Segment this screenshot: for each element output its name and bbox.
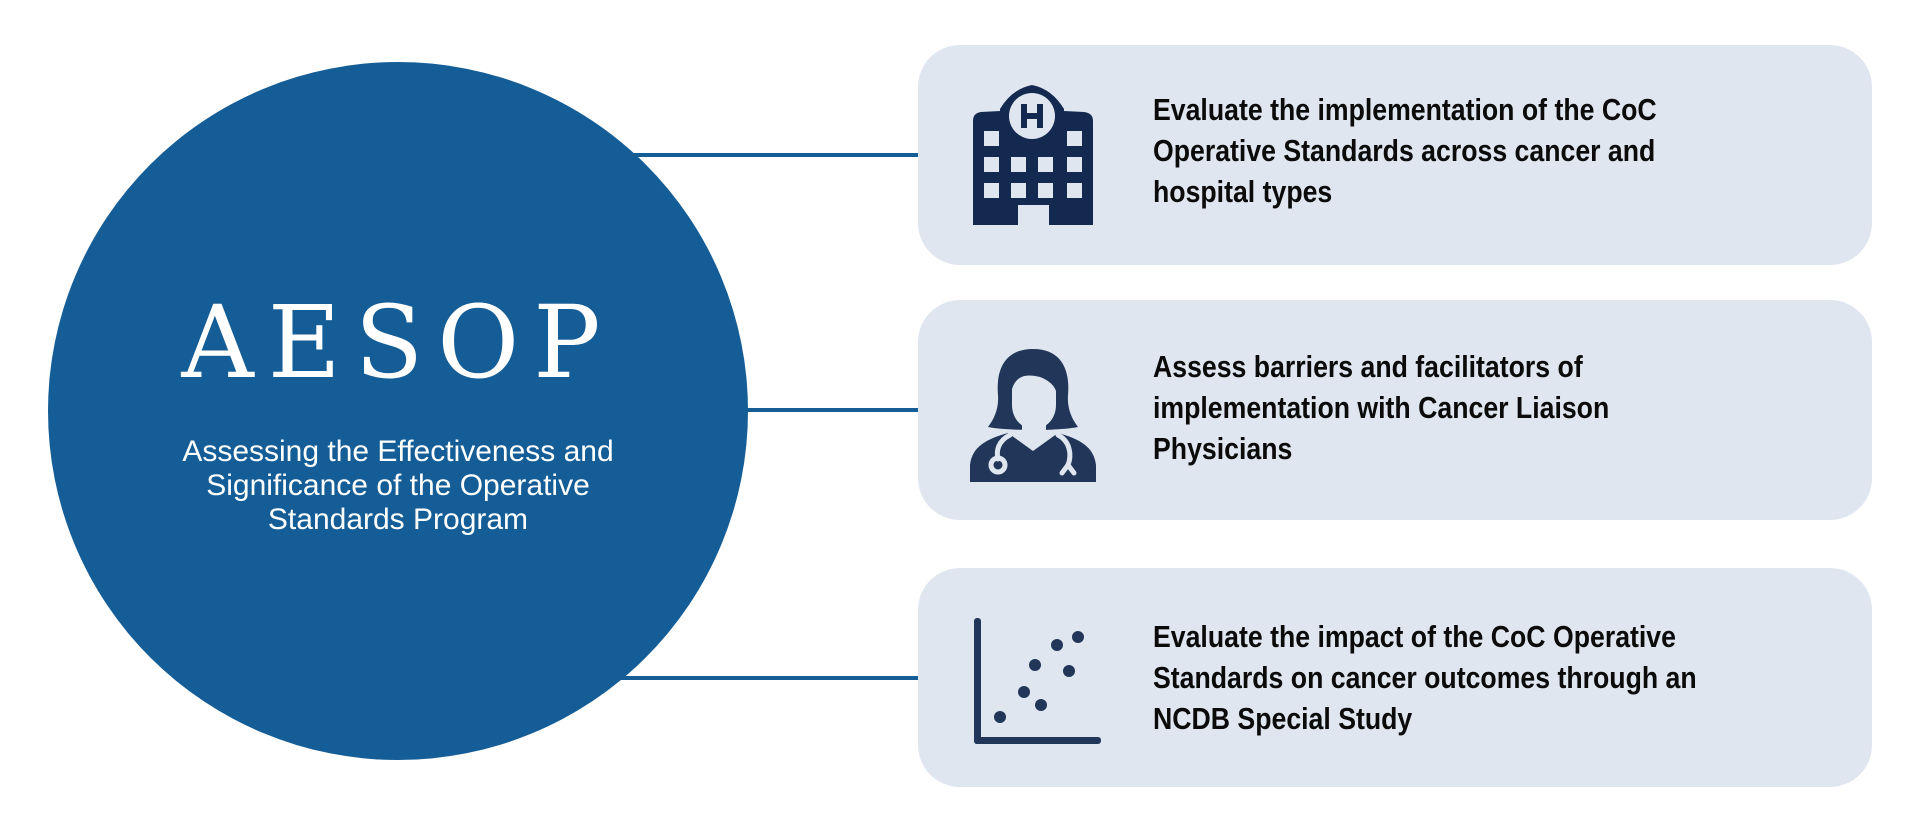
objective-text-line: Evaluate the impact of the CoC Operative: [1153, 619, 1676, 654]
objective-text: Evaluate the implementation of the CoC O…: [1153, 89, 1657, 212]
hub-title: AESOP: [181, 284, 615, 401]
hub-subtitle-line: Standards Program: [267, 503, 529, 536]
objective-text: Assess barriers and facilitators of impl…: [1153, 346, 1609, 469]
connector-line-3: [600, 676, 918, 680]
objective-card-outcomes: Evaluate the impact of the CoC Operative…: [918, 568, 1872, 787]
hospital-icon: [973, 85, 1093, 225]
objective-text-line: hospital types: [1153, 174, 1333, 209]
connector-line-1: [600, 153, 918, 157]
connector-line-2: [700, 408, 918, 412]
objective-text-line: Standards on cancer outcomes through an: [1153, 660, 1697, 695]
hub-subtitle-line: Significance of the Operative: [206, 469, 590, 502]
objective-text-line: Operative Standards across cancer and: [1153, 133, 1656, 168]
doctor-icon: [970, 349, 1096, 482]
objective-text: Evaluate the impact of the CoC Operative…: [1153, 616, 1697, 739]
objective-text-line: Physicians: [1153, 431, 1293, 466]
hub-subtitle-line: Assessing the Effectiveness and: [182, 435, 614, 468]
objective-text-line: implementation with Cancer Liaison: [1153, 390, 1610, 425]
scatter-plot-icon: [974, 618, 1101, 744]
objective-card-implementation: Evaluate the implementation of the CoC O…: [918, 45, 1872, 265]
objective-text-line: NCDB Special Study: [1153, 701, 1413, 736]
objective-text-line: Evaluate the implementation of the CoC: [1153, 92, 1657, 127]
objective-text-line: Assess barriers and facilitators of: [1153, 349, 1583, 384]
aesop-hub-circle: AESOP Assessing the Effectiveness and Si…: [48, 62, 748, 760]
hub-subtitle: Assessing the Effectiveness and Signific…: [138, 435, 658, 537]
objective-card-barriers: Assess barriers and facilitators of impl…: [918, 300, 1872, 520]
